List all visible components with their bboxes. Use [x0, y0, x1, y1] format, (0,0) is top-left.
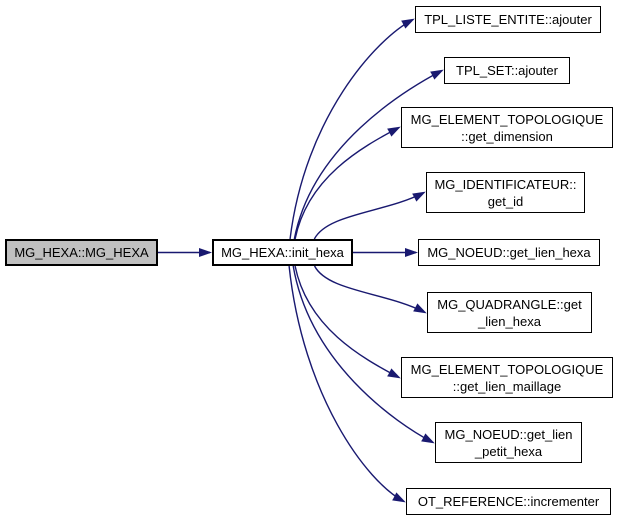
- call-edge-init-hexa-to-get-lien-maillage: [294, 265, 401, 379]
- call-edge-init-hexa-to-ot-incrementer: [288, 265, 406, 503]
- graph-node-noeud-lien-hexa[interactable]: MG_NOEUD::get_lien_hexa: [418, 239, 600, 266]
- call-edge-init-hexa-to-quad-lien-hexa: [313, 265, 427, 314]
- graph-node-get-dimension[interactable]: MG_ELEMENT_TOPOLOGIQUE ::get_dimension: [401, 107, 613, 148]
- call-edge-init-hexa-to-tpl-liste-ajouter: [289, 18, 415, 240]
- graph-node-init-hexa[interactable]: MG_HEXA::init_hexa: [212, 239, 353, 266]
- call-edge-init-hexa-to-get-dimension: [294, 126, 401, 240]
- graph-node-get-lien-maillage[interactable]: MG_ELEMENT_TOPOLOGIQUE ::get_lien_mailla…: [401, 357, 613, 398]
- graph-node-mg-hexa: MG_HEXA::MG_HEXA: [5, 239, 158, 266]
- call-edge-init-hexa-to-lien-petit-hexa: [292, 265, 435, 444]
- graph-node-get-id[interactable]: MG_IDENTIFICATEUR:: get_id: [426, 172, 585, 213]
- graph-node-tpl-liste-ajouter[interactable]: TPL_LISTE_ENTITE::ajouter: [415, 6, 601, 33]
- call-edge-init-hexa-to-tpl-set-ajouter: [293, 69, 444, 240]
- graph-node-lien-petit-hexa[interactable]: MG_NOEUD::get_lien _petit_hexa: [435, 422, 582, 463]
- call-edge-init-hexa-to-get-id: [313, 191, 426, 240]
- graph-node-tpl-set-ajouter[interactable]: TPL_SET::ajouter: [444, 57, 570, 84]
- graph-node-ot-incrementer[interactable]: OT_REFERENCE::incrementer: [406, 488, 611, 515]
- graph-node-quad-lien-hexa[interactable]: MG_QUADRANGLE::get _lien_hexa: [427, 292, 592, 333]
